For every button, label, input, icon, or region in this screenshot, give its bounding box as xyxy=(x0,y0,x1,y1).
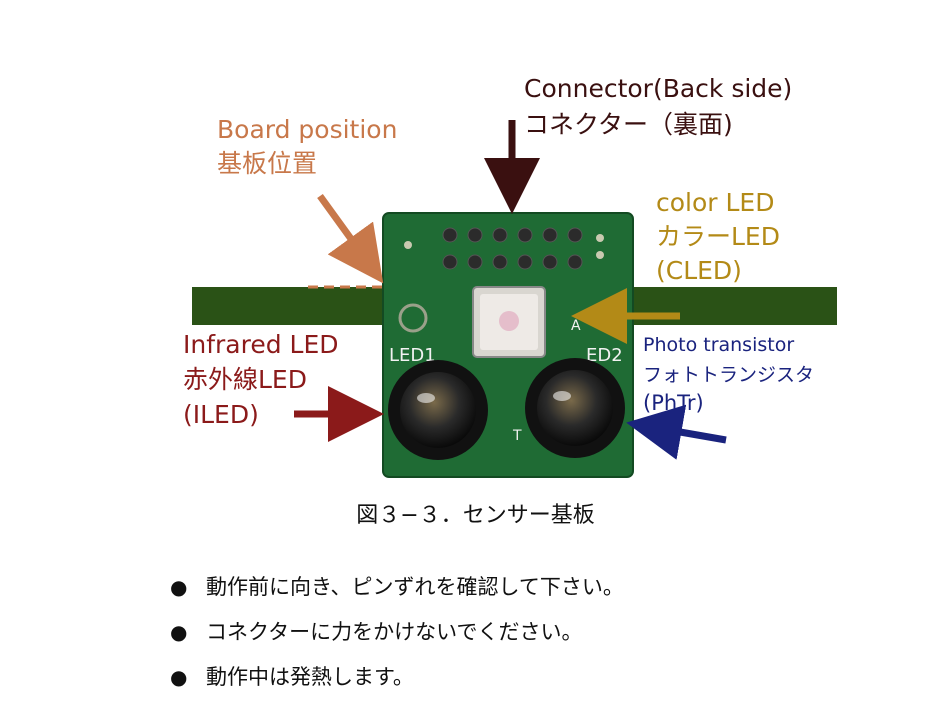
list-item-text: 動作中は発熱します。 xyxy=(206,665,414,689)
list-item: ● コネクターに力をかけないでください。 xyxy=(170,610,624,655)
silk-a: A xyxy=(571,318,581,334)
photo-transistor-ja: フォトトランジスタ xyxy=(643,364,815,386)
photo-transistor-label: Photo transistor フォトトランジスタ (PhTr) xyxy=(643,332,814,417)
mounting-hole xyxy=(398,303,428,333)
connector-ja: コネクター（裏面) xyxy=(524,110,733,139)
bullet-icon: ● xyxy=(170,620,188,644)
list-item: ● 動作中は発熱します。 xyxy=(170,655,624,700)
silk-t: T xyxy=(512,428,522,444)
silk-led2: ED2 xyxy=(586,345,623,366)
photo-transistor-abbr: (PhTr) xyxy=(643,391,704,415)
list-item: ● 動作前に向き、ピンずれを確認して下さい。 xyxy=(170,565,624,610)
infrared-led-component xyxy=(388,360,488,460)
photo-transistor-en: Photo transistor xyxy=(643,334,795,356)
infrared-led-label: Infrared LED 赤外線LED (ILED) xyxy=(183,330,339,430)
board-position-en: Board position xyxy=(217,115,398,144)
board-position-label: Board position 基板位置 xyxy=(217,115,397,179)
photo-transistor-component xyxy=(525,358,625,458)
connector-label: Connector(Back side) コネクター（裏面) xyxy=(524,74,792,140)
color-led-label: color LED カラーLED (CLED) xyxy=(656,188,786,286)
bullet-icon: ● xyxy=(170,665,188,689)
photo-transistor-arrow xyxy=(626,404,727,460)
notes-list: ● 動作前に向き、ピンずれを確認して下さい。 ● コネクターに力をかけないでください… xyxy=(170,565,624,700)
infrared-led-abbr: (ILED) xyxy=(183,400,259,429)
bullet-icon: ● xyxy=(170,575,188,599)
list-item-text: 動作前に向き、ピンずれを確認して下さい。 xyxy=(206,575,624,599)
list-item-text: コネクターに力をかけないでください。 xyxy=(206,620,583,644)
color-led-ja: カラーLED xyxy=(656,222,780,251)
infrared-led-en: Infrared LED xyxy=(183,330,339,359)
figure-caption: 図３−３．センサー基板 xyxy=(356,503,595,528)
color-led-en: color LED xyxy=(656,188,775,217)
connector-pins xyxy=(442,227,583,270)
board-position-arrow xyxy=(317,193,384,284)
board-position-ja: 基板位置 xyxy=(217,149,318,178)
connector-en: Connector(Back side) xyxy=(524,74,793,103)
infrared-led-ja: 赤外線LED xyxy=(183,365,307,394)
silk-led1: LED1 xyxy=(389,345,436,366)
color-led-abbr: (CLED) xyxy=(656,256,742,285)
